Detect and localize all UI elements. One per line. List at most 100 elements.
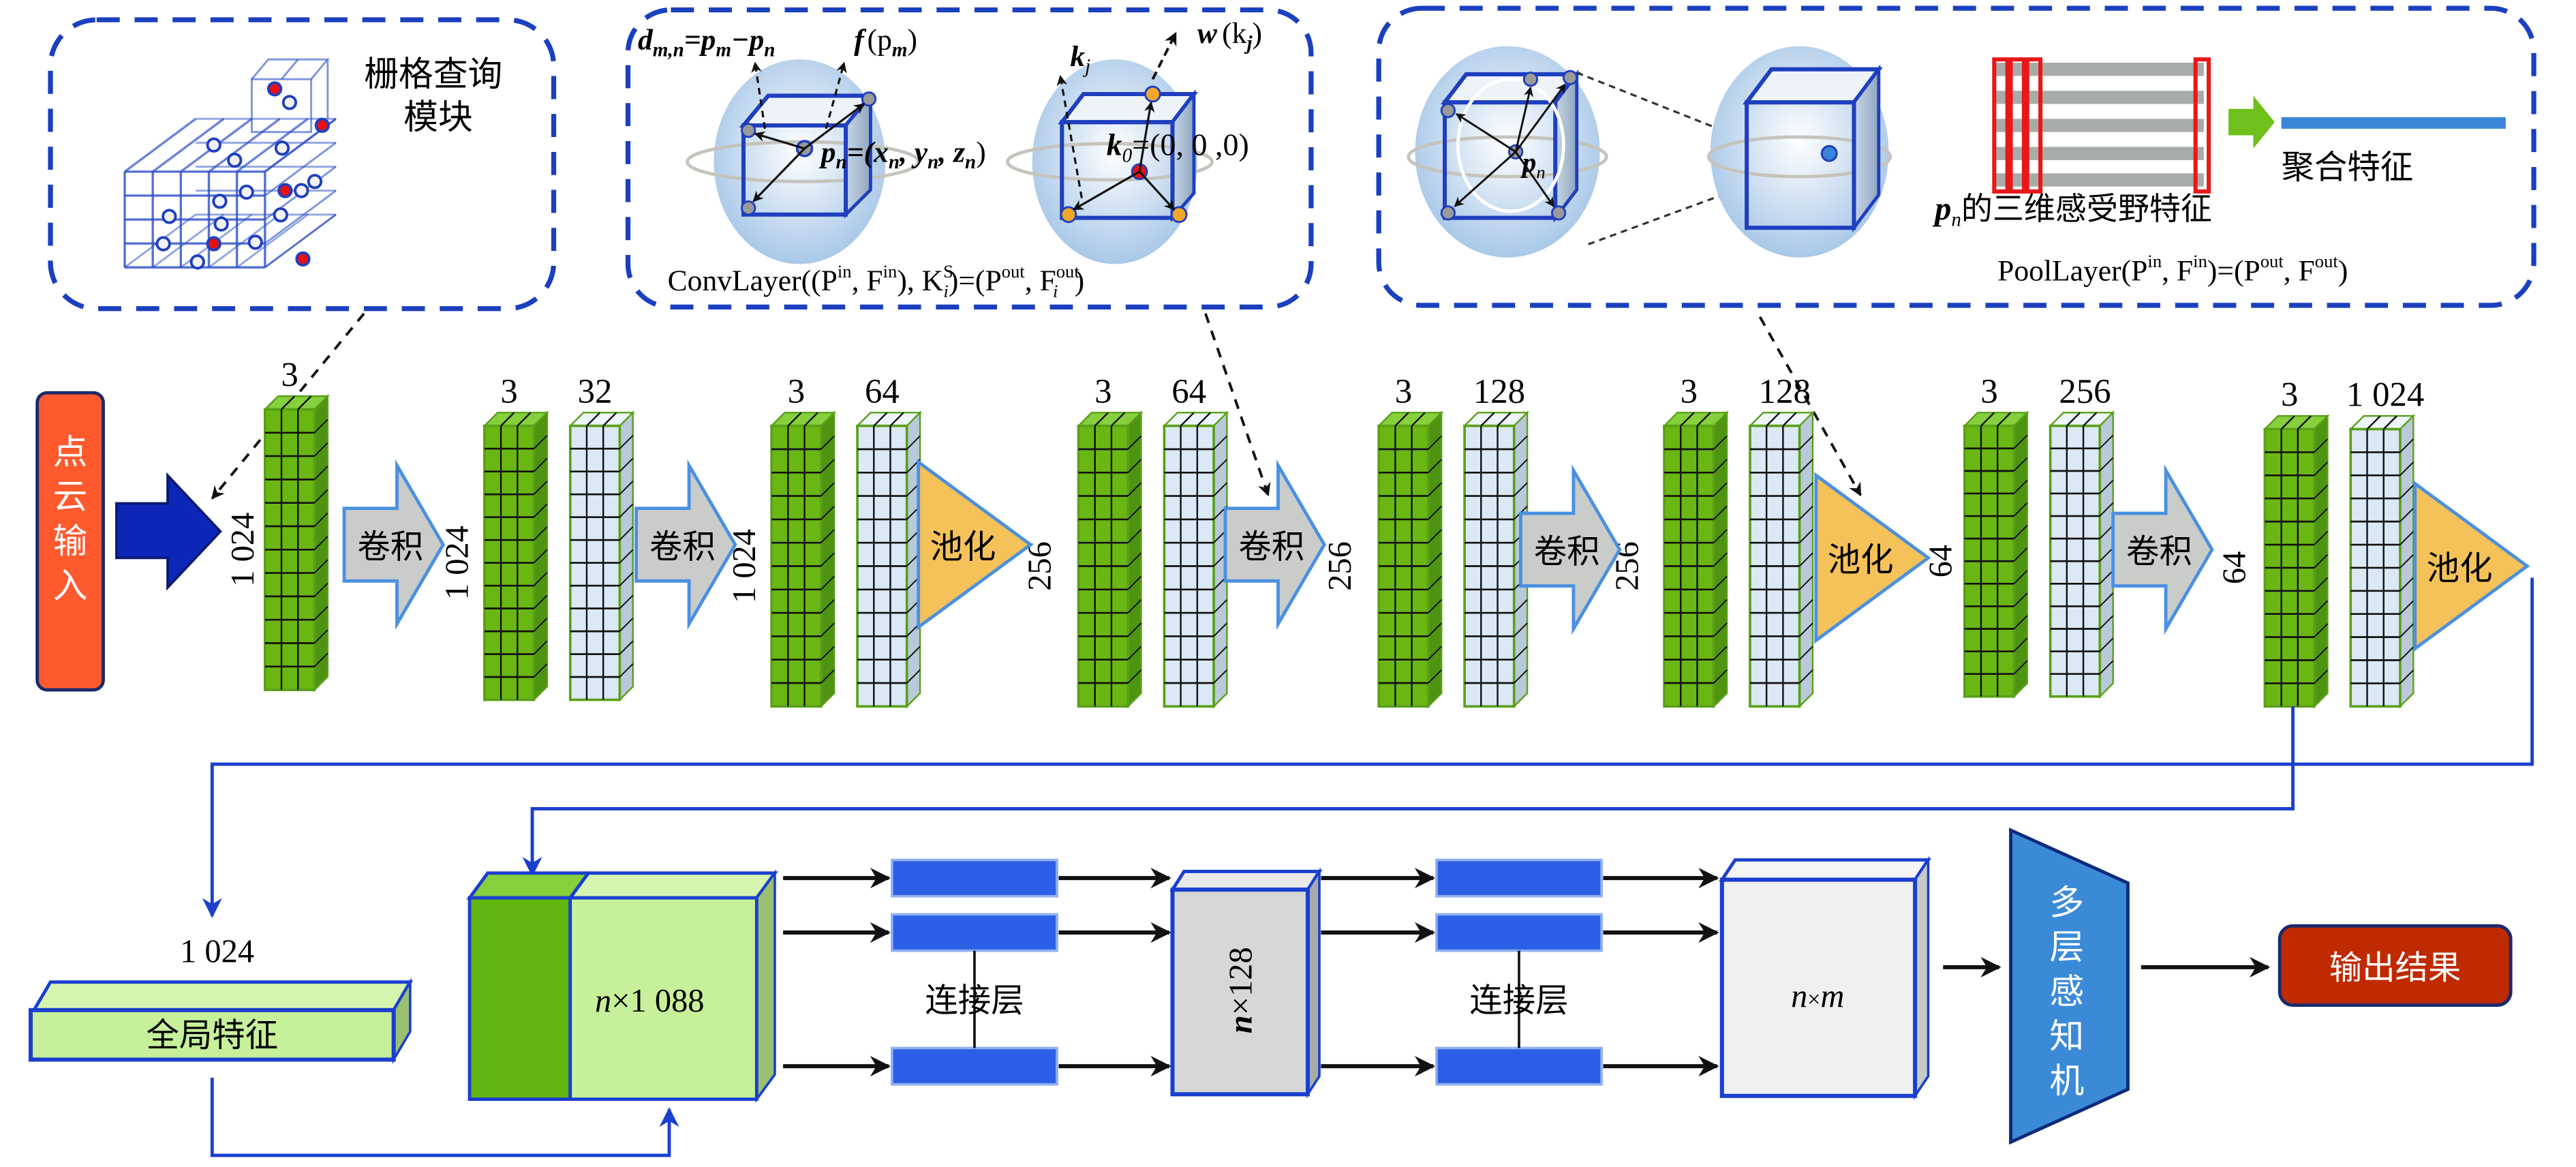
kernel-origin-label: k0=(0, 0 ,0) [1107,127,1249,167]
fc-unit [1435,858,1603,898]
grid-query-panel: 栅格查询 模块 [48,17,557,500]
conv-operator-arrow: 卷积 [1518,464,1622,635]
fc-unit [891,1046,1058,1086]
pool-operation-panel: pn 聚合特征 pn的三维感受野特征 Pool [1376,5,2536,497]
global-feature-label: 全局特征 [147,1016,279,1055]
query-point-icon [277,183,293,198]
stage-height-label: 64 [1922,545,1959,577]
feature-block [1162,410,1229,709]
concat-local-part [467,896,572,1101]
stage-height-label: 256 [1322,541,1358,591]
mlp-trapezoid [2009,828,2130,1145]
conv-operator-arrow: 卷积 [634,459,737,631]
mlp-node: 多 层 感 知 机 [2009,828,2130,1145]
grid-point-icon [294,183,309,198]
nxm-feature-label: n×m [1791,978,1844,1014]
feature-block [568,410,635,702]
block-channel-label: 64 [865,372,900,410]
coordinate-block [1962,410,2029,699]
conv-operator-label: 卷积 [357,528,423,566]
mlp-label-char-2: 感 [2049,971,2084,1012]
coordinate-block [2263,414,2330,709]
grid-point-icon [213,216,229,232]
voxel-grid-icon [123,58,337,270]
conv-panel-border [625,7,1314,309]
orbit-ring [1407,135,1608,179]
point-cloud-input-box [35,391,105,692]
connect-layer-label: 连接层 [1469,982,1568,1020]
conv-operator-label: 卷积 [1534,533,1600,571]
kernel-cube-icon [1056,31,1199,224]
grid-point-icon [227,152,243,168]
input-node: 点 云 输 入 [35,391,222,692]
fc-group-2: 连接层 [1321,858,1719,1086]
receptive-feature-label: pn的三维感受野特征 [1932,190,2212,231]
grid-point-icon [206,137,221,153]
block-channel-label: 3 [1980,372,1997,410]
output-node: 输出结果 [2278,924,2513,1007]
mlp-label-char-4: 机 [2049,1061,2084,1101]
fc-unit [891,858,1058,898]
global-feature-box [28,1007,396,1062]
input-label-char-3: 入 [53,566,88,606]
pool-operator-label: 池化 [1828,541,1894,579]
query-point-icon [206,236,221,252]
coordinate-block [1076,410,1144,709]
input-label-char-0: 点 [53,431,88,472]
block-channel-label: 32 [578,372,613,410]
stage-height-label: 1 024 [440,526,476,600]
offset-formula: dm,n=pm−pn [638,24,775,61]
block-channel-label: 3 [500,372,517,410]
feature-block [1462,410,1530,709]
block-channel-label: 128 [1759,372,1811,410]
pool-layer-formula: PoolLayer(Pin, Fin)=(Pout, Fout) [1997,251,2348,287]
mid-feature-node: n×128 [1169,867,1323,1099]
block-channel-label: 3 [281,356,298,394]
mid-feature-box [1170,888,1310,1097]
block-channel-label: 3 [788,372,805,410]
neighborhood-cube-icon [739,61,877,219]
conv-panel-dashed-connector [1204,313,1271,497]
conv-operator-arrow: 卷积 [342,459,446,631]
receptive-center-label: pn [1520,147,1546,183]
feature-stack-icon [1992,57,2211,194]
block-channel-label: 64 [1171,372,1206,410]
concat-feature-label: n×1 088 [595,983,704,1019]
block-channel-label: 3 [2281,376,2298,414]
pool-panel-dashed-connector [1758,316,1862,497]
stage-height-label: 256 [1022,541,1058,591]
mlp-label-char-0: 多 [2049,882,2084,922]
pool-operator-label: 池化 [930,528,996,566]
coordinate-block [1662,410,1729,709]
fc-unit [891,913,1058,952]
coordinate-block [769,410,837,709]
grid-query-dashed-connector [211,312,365,500]
coordinate-block [1377,410,1444,709]
connect-layer-label: 连接层 [925,982,1024,1020]
aggregated-feature-bar [2281,117,2506,129]
global-feature-connector [202,577,2534,918]
block-channel-label: 3 [1681,372,1698,410]
pooled-cube-icon [1743,64,1883,233]
global-feature-node: 1 024 全局特征 [28,934,414,1065]
pool-operator-triangle: 池化 [2413,480,2530,652]
nxm-feature-box [1719,877,1918,1098]
grid-point-icon [189,254,205,270]
center-point-formula: pn=(xn, yn, zn) [818,136,986,173]
output-result-label: 输出结果 [2329,949,2462,987]
conv-operator-label: 卷积 [1238,528,1304,566]
global-to-concat-connector [210,1078,679,1157]
grid-point-icon [274,140,290,156]
pool-operator-label: 池化 [2427,549,2493,588]
grid-point-icon [247,234,263,250]
block-channel-label: 256 [2059,372,2111,410]
output-result-box [2278,924,2513,1007]
orbit-ring [1005,142,1214,182]
